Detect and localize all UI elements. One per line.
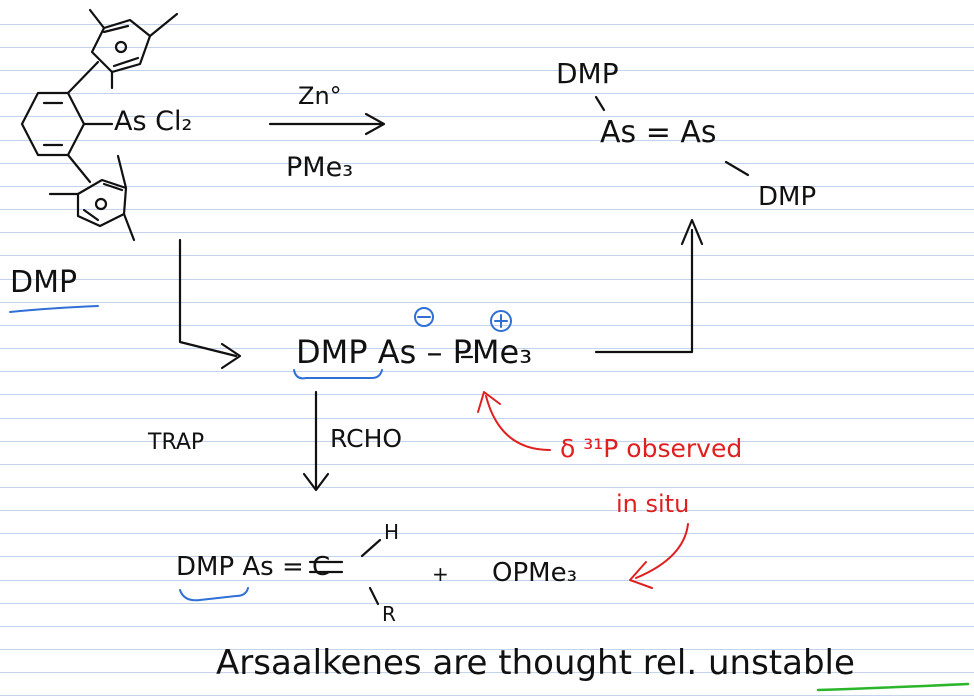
in-situ-arrow (635, 523, 689, 579)
zn-arrow-head (364, 112, 386, 136)
dimer-dmp-bottom: DMP (758, 182, 817, 212)
to-intermediate-arrow (178, 238, 238, 358)
intermediate-dmp-bracket (293, 369, 383, 380)
dimer-dmp-top: DMP (556, 57, 619, 90)
zinc-label: Zn° (298, 82, 342, 110)
conclusion-prefix: Arsaalkenes are thought rel. (216, 643, 698, 683)
conclusion-text: Arsaalkenes are thought rel. unstable (216, 646, 855, 680)
plus-charge-circle (490, 310, 512, 332)
ligand-dmp-label: DMP (10, 265, 78, 300)
unstable-underline (816, 682, 970, 692)
arsaalkene-r: R (382, 602, 396, 626)
phosphine-oxide-formula: OPMe₃ (492, 558, 577, 588)
trap-arrow-head (302, 472, 330, 492)
ligand-underline (9, 305, 99, 313)
rcho-label: RCHO (330, 424, 403, 453)
arsaalkene-formula: DMP As = C (176, 552, 331, 582)
conclusion-unstable: unstable (707, 643, 855, 683)
intermediate-formula: DMP As – PMe₃ (296, 333, 533, 371)
arsaalkene-h: H (384, 520, 400, 544)
as-cl2-label: As Cl₂ (114, 106, 193, 137)
pme3-reagent-label: PMe₃ (286, 152, 354, 183)
observed-note: δ ³¹P observed (560, 434, 743, 463)
product-plus: + (432, 562, 449, 586)
dimer-as-as: As = As (600, 115, 717, 150)
to-dimer-arrow (594, 228, 694, 354)
minus-charge-circle (414, 307, 434, 327)
in-situ-note: in situ (616, 490, 690, 518)
lower-mesityl-ring (76, 178, 128, 228)
observed-arrow (485, 395, 551, 451)
trap-label: TRAP (148, 430, 205, 455)
product-dmp-bracket (179, 587, 249, 602)
